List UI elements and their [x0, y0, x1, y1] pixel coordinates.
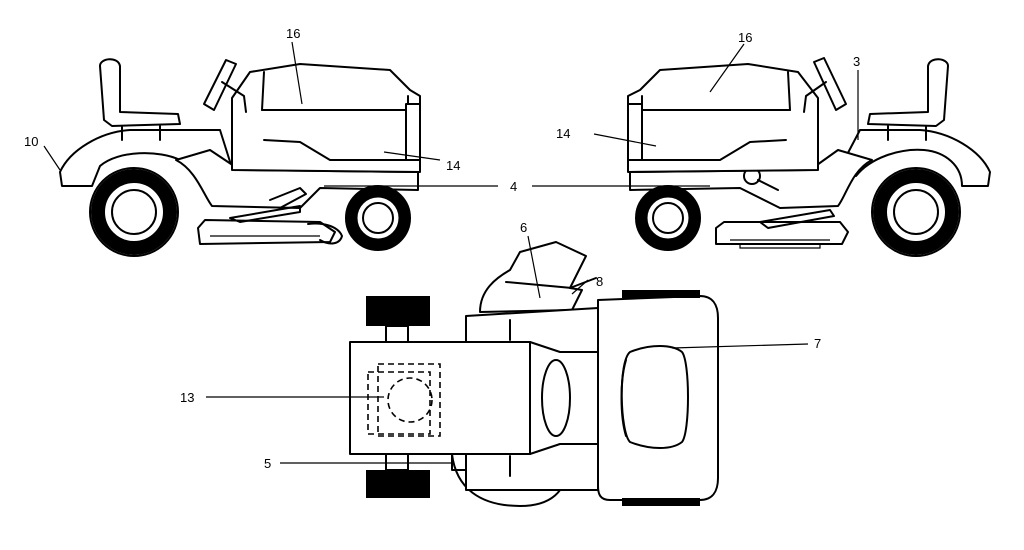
leader-lines [43, 41, 859, 464]
hood-left [231, 63, 421, 173]
rear-body-top [349, 341, 601, 455]
rear-fender-right [839, 129, 991, 187]
rear-wheel-left [89, 167, 179, 257]
callout-3: 3 [853, 54, 860, 69]
callout-16-left: 16 [286, 26, 300, 41]
seat-left [99, 58, 181, 141]
mower-deck-right [715, 221, 849, 249]
callout-13: 13 [180, 390, 194, 405]
steering-wheel-left [203, 59, 247, 113]
callout-16-right: 16 [738, 30, 752, 45]
hood-right [627, 63, 819, 173]
rear-tire-top [366, 296, 430, 345]
tractor-top-view [349, 241, 719, 507]
frame-right [629, 149, 873, 229]
steering-wheel-right [803, 57, 847, 113]
callout-5: 5 [264, 456, 271, 471]
callout-14-left: 14 [446, 158, 460, 173]
callout-8: 8 [596, 274, 603, 289]
callout-labels: 16 16 3 10 14 14 4 6 8 7 13 5 [24, 26, 860, 471]
front-wheel-right [635, 185, 701, 251]
hood-top [597, 290, 719, 506]
mower-deck-left [197, 219, 343, 245]
callout-6: 6 [520, 220, 527, 235]
callout-7: 7 [814, 336, 821, 351]
tractor-right-side-view [627, 57, 991, 257]
discharge-chute [479, 241, 597, 313]
callout-14-right: 14 [556, 126, 570, 141]
front-tire-top [366, 451, 430, 498]
rear-wheel-right [871, 167, 961, 257]
tractor-left-side-view [59, 58, 421, 257]
callout-4: 4 [510, 179, 517, 194]
callout-10: 10 [24, 134, 38, 149]
front-wheel-left [345, 185, 411, 251]
seat-right [867, 58, 949, 141]
